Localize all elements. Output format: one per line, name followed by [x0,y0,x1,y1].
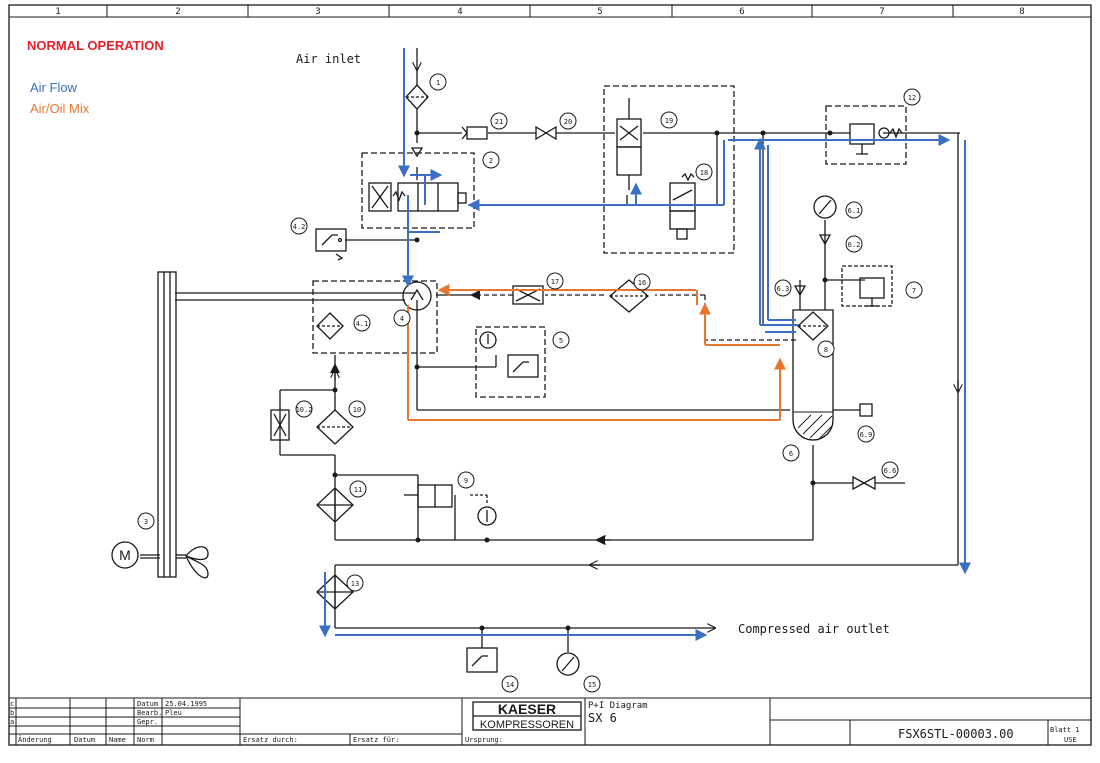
legend-air-oil-mix: Air/Oil Mix [30,101,90,116]
col-header-aenderung: Änderung [18,735,52,744]
grid-col-6: 6 [739,7,744,17]
label-c6-1: 6.1 [848,207,861,215]
title-block-text: c b a Änderung Datum Name Norm Datum 25.… [10,700,1080,744]
grid-col-3: 3 [315,7,320,17]
compressed-air-outlet-label: Compressed air outlet [738,622,890,636]
rev-row-a: a [10,718,14,726]
bearb-value: Pleu [165,709,182,717]
col-header-norm: Norm [137,736,154,744]
label-c4: 4 [400,315,404,323]
label-c3: 3 [144,518,148,526]
label-c4-1: 4.1 [356,320,369,328]
label-c5: 5 [559,337,563,345]
gepr-label: Gepr. [137,718,158,726]
rev-row-b: b [10,709,14,717]
component-numbers: 1 2 3 4 4.1 4.2 5 6 6.1 6.2 6.3 6.6 6.9 … [144,79,916,689]
legend-air-flow: Air Flow [30,80,78,95]
throttle-17 [512,285,544,305]
aftercooler-13 [316,574,354,610]
label-c11: 11 [354,486,362,494]
label-c6-2: 6.2 [848,241,861,249]
datum-value: 25.04.1995 [165,700,207,708]
label-c12: 12 [908,94,916,102]
col-header-name: Name [109,736,126,744]
label-c19: 19 [665,117,673,125]
bearb-label: Bearb. [137,709,162,717]
grid-col-7: 7 [879,7,884,17]
compressor-block-4 [312,280,438,354]
label-c6-9: 6.9 [860,431,873,439]
blatt-label: Blatt 1 [1050,726,1080,734]
cooler-fan-3 [111,271,209,579]
label-c8: 8 [824,346,828,354]
grid-col-2: 2 [175,7,180,17]
label-c18: 18 [700,169,708,177]
diagram-type: P+I Diagram [588,701,648,711]
intake-filter-1 [405,84,429,110]
flow-direction-arrows [330,290,605,545]
ersatz-fuer: Ersatz für: [353,736,399,744]
logo-kaeser: KAESER [498,701,556,717]
kaeser-logo: KAESER KOMPRESSOREN [480,701,574,731]
ursprung: Ursprung: [465,736,503,744]
title-block [9,697,1091,745]
air-inlet-label: Air inlet [296,52,361,66]
legend-title: NORMAL OPERATION [27,38,164,53]
temp-switch-5 [475,326,546,398]
label-c15: 15 [588,681,596,689]
oil-separator-receiver-8-6 [792,309,873,441]
label-c7: 7 [912,287,916,295]
process-piping [140,48,960,652]
thermostatic-valve-9 [404,484,497,526]
label-c20: 20 [564,118,572,126]
model-name: SX 6 [588,711,617,725]
label-c2: 2 [489,157,493,165]
drawing-number: FSX6STL-00003.00 [898,727,1014,741]
logo-kompressoren: KOMPRESSOREN [480,719,574,731]
component-balloons [137,73,923,693]
gauges-6-1-6-2-6-3-7 [793,195,893,307]
inlet-valve-2 [361,147,475,229]
label-c16: 16 [638,279,646,287]
grid-col-5: 5 [597,7,602,17]
min-pressure-valve-12 [825,105,907,165]
label-c21: 21 [495,118,503,126]
grid-col-1: 1 [55,7,60,17]
silencer-21 [461,126,488,140]
col-header-datum: Datum [74,736,95,744]
label-c9: 9 [464,477,468,485]
pressure-switch-14-gauge-15 [466,647,580,676]
label-c10-2: 10.2 [296,406,313,414]
grid-col-4: 4 [457,7,462,17]
motor-symbol: M [119,547,131,563]
label-c6-3: 6.3 [777,285,790,293]
label-c14: 14 [506,681,514,689]
valve-20 [535,125,557,141]
grid-col-8: 8 [1019,7,1024,17]
label-c1: 1 [436,79,440,87]
drain-valve-6-6 [852,475,876,491]
grid-column-labels: 1 2 3 4 5 6 7 8 [55,7,1024,17]
label-c4-2: 4.2 [293,223,306,231]
label-c6: 6 [789,450,793,458]
rev-row-c: c [10,700,14,708]
control-block-19-18 [603,85,735,254]
datum-label: Datum [137,700,158,708]
label-c17: 17 [551,278,559,286]
drawing-frame [8,4,1092,746]
blatt-value: USE [1064,736,1077,744]
air-flow-paths [319,48,971,641]
label-c13: 13 [351,580,359,588]
oil-cooler-group-10-11 [270,409,354,523]
receiver-oil-level [792,411,834,441]
pressure-switch-4-2 [315,228,347,261]
label-c6-6: 6.6 [884,467,897,475]
junction-dots [332,130,833,631]
air-oil-mix-paths [407,284,786,421]
ersatz-durch: Ersatz durch: [243,736,298,744]
label-c10: 10 [353,406,361,414]
